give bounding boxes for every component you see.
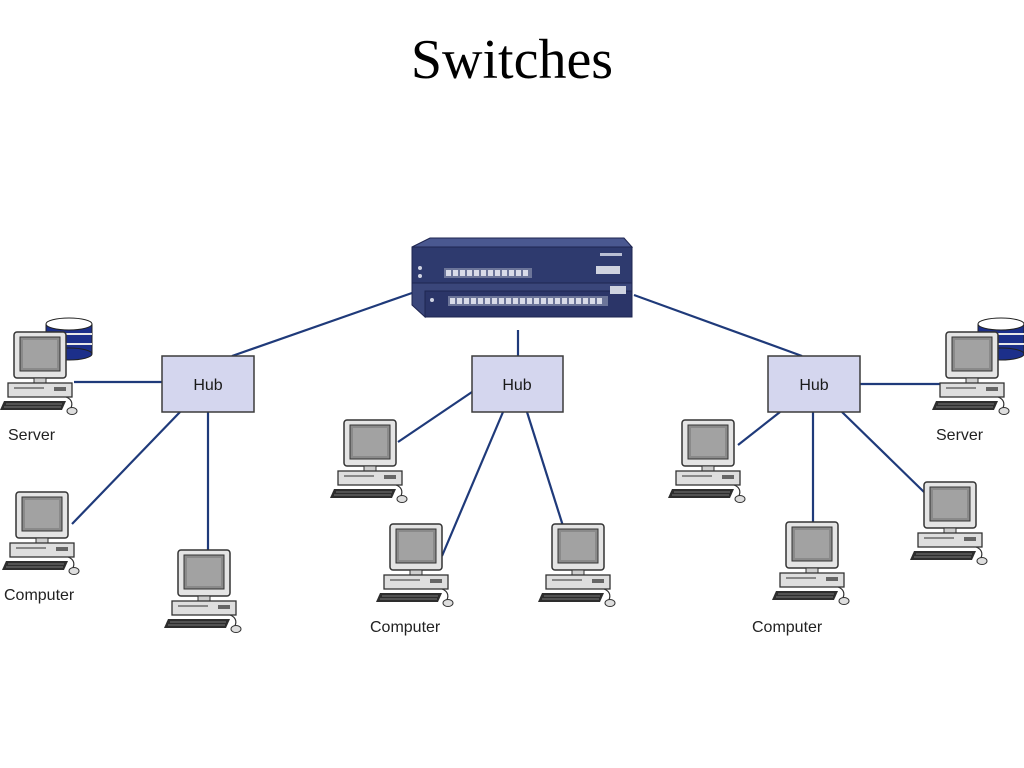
link-hub-right-computer-3	[841, 411, 925, 493]
computer-icon	[163, 549, 242, 634]
switch-port	[548, 298, 553, 304]
switch-port	[523, 270, 528, 276]
switch-port	[485, 298, 490, 304]
server-left: Server	[0, 317, 93, 444]
switch-port	[450, 298, 455, 304]
switch-port	[474, 270, 479, 276]
switch-port	[569, 298, 574, 304]
computer-icon	[537, 523, 616, 608]
switch-port	[495, 270, 500, 276]
computer-left-label: Computer	[4, 587, 75, 604]
switch-port	[516, 270, 521, 276]
switch-port	[478, 298, 483, 304]
switch-port	[590, 298, 595, 304]
switch-port	[471, 298, 476, 304]
link-hub-center-computer-3	[525, 411, 565, 527]
link-switch-hub-right	[633, 293, 803, 358]
server-right: Server	[931, 317, 1024, 444]
switch-port	[576, 298, 581, 304]
hub-left: Hub	[161, 355, 255, 413]
server-right-label: Server	[936, 427, 984, 444]
switch-port	[513, 298, 518, 304]
switch-port	[460, 270, 465, 276]
link-hub-right-computer	[737, 411, 781, 446]
switch-port	[509, 270, 514, 276]
switch-port	[492, 298, 497, 304]
switch-port	[506, 298, 511, 304]
computer-right-label: Computer	[752, 619, 823, 636]
computer-icon	[771, 521, 850, 606]
hub-center-label: Hub	[502, 377, 531, 394]
computer-icon	[329, 419, 408, 504]
switch-port	[488, 270, 493, 276]
network-switch-icon	[411, 237, 634, 319]
link-hub-center-computer	[397, 391, 473, 443]
switch-port	[583, 298, 588, 304]
switch-port	[502, 270, 507, 276]
switch-port	[464, 298, 469, 304]
computer-icon	[1, 491, 80, 576]
hub-left-label: Hub	[193, 377, 222, 394]
switch-port	[446, 270, 451, 276]
switch-port	[527, 298, 532, 304]
switch-port	[481, 270, 486, 276]
switch-port	[541, 298, 546, 304]
switch-port	[562, 298, 567, 304]
network-links	[71, 291, 944, 557]
link-hub-left-computer	[71, 411, 181, 525]
switch-port	[453, 270, 458, 276]
link-hub-center-computer-2	[440, 411, 505, 557]
switch-port	[457, 298, 462, 304]
server-left-label: Server	[8, 427, 56, 444]
switch-port	[597, 298, 602, 304]
switch-port	[499, 298, 504, 304]
computer-icon	[909, 481, 988, 566]
switch-port	[467, 270, 472, 276]
switch-port	[534, 298, 539, 304]
switch-port	[555, 298, 560, 304]
hub-center: Hub	[471, 355, 564, 413]
switch-port	[520, 298, 525, 304]
hub-right-label: Hub	[799, 377, 828, 394]
slide-title: Switches	[410, 29, 614, 91]
computer-center-label: Computer	[370, 619, 441, 636]
computer-icon	[931, 331, 1010, 416]
computer-icon	[667, 419, 746, 504]
link-switch-hub-left	[231, 291, 413, 358]
computer-icon	[0, 331, 78, 416]
computer-icon	[375, 523, 454, 608]
hub-right: Hub	[767, 355, 861, 413]
